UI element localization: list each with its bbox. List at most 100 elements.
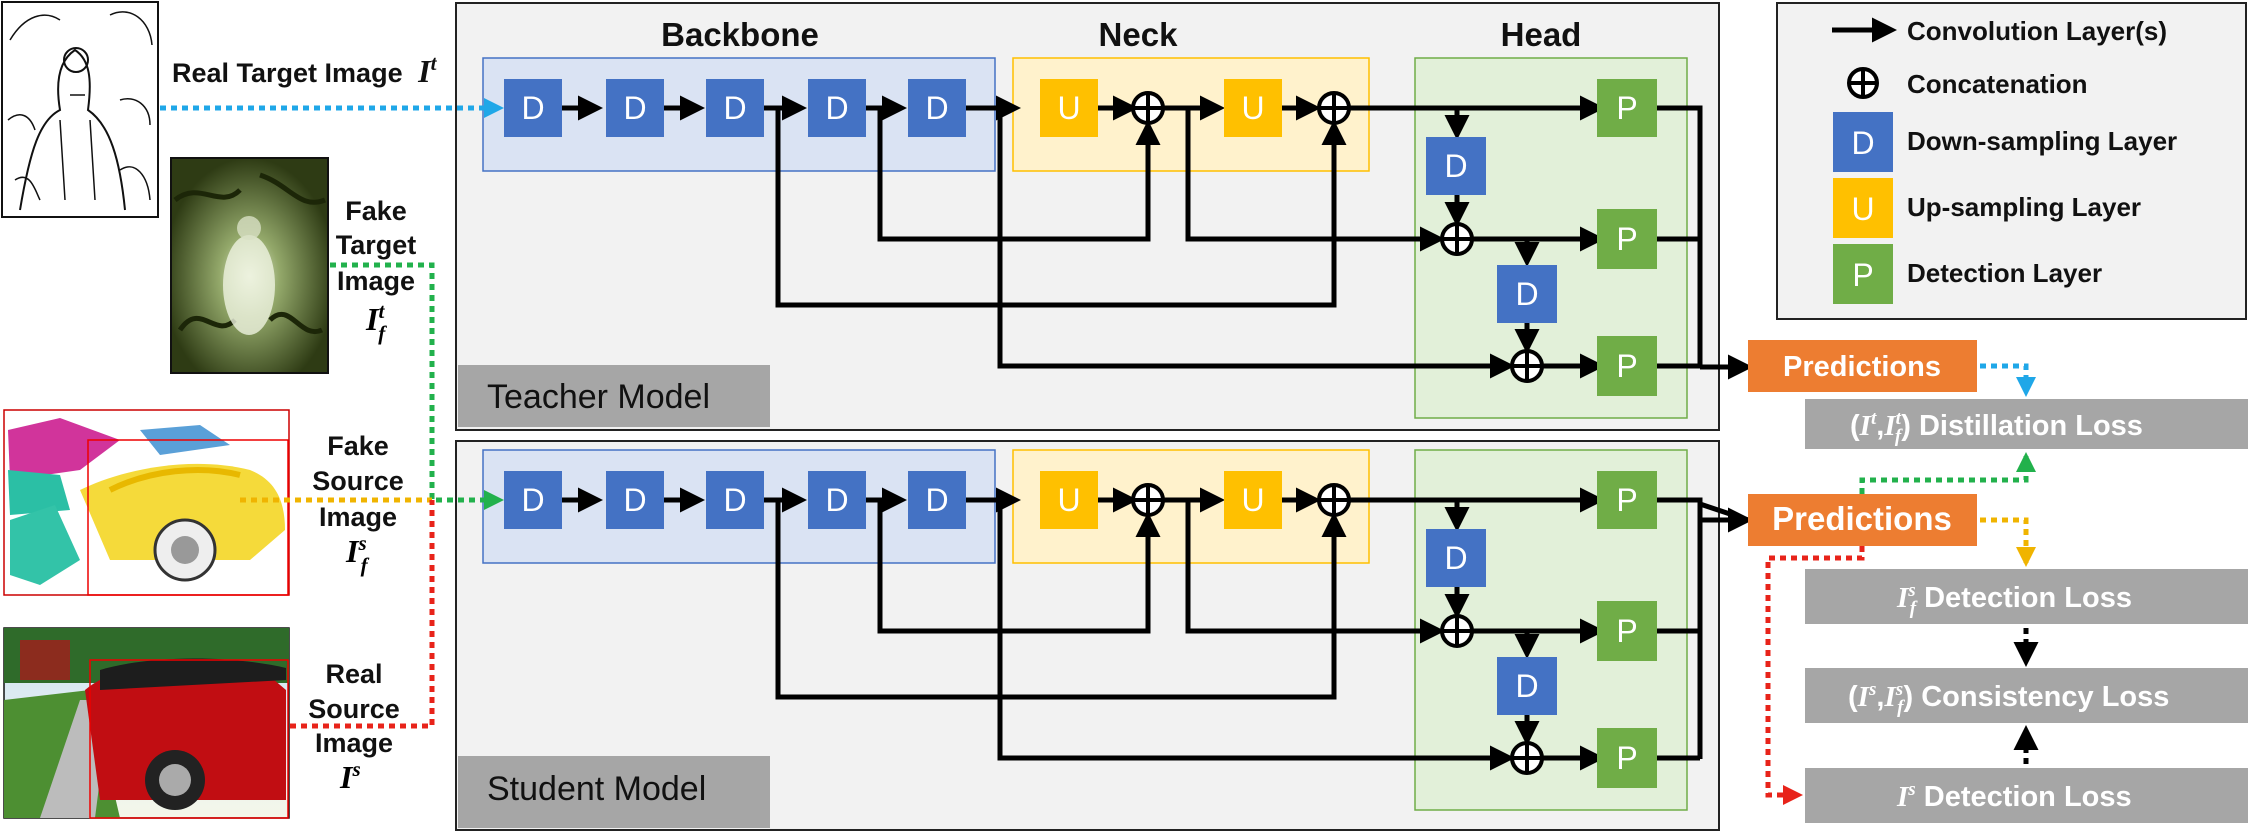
svg-text:Is Detection Loss: Is Detection Loss <box>1896 779 2132 813</box>
student-backbone-down-3: D <box>706 471 764 529</box>
real-target-symbol: I <box>417 53 432 89</box>
real-source-symbol: I <box>339 759 354 795</box>
student-backbone-down-2: D <box>606 471 664 529</box>
student-connection <box>775 500 1347 700</box>
teacher-model-label: Teacher Model <box>487 378 710 416</box>
fake-source-line1: Fake <box>327 431 389 461</box>
teacher-concat-icon <box>1510 349 1544 383</box>
svg-text:Isf Detection Loss: Isf Detection Loss <box>1896 580 2132 619</box>
svg-text:Is: Is <box>339 757 361 795</box>
fake-target-line3: Image <box>337 266 415 296</box>
real-target-sup: t <box>431 51 438 75</box>
teacher-backbone-down-4-letter: D <box>825 90 848 126</box>
teacher-backbone-down-3-letter: D <box>723 90 746 126</box>
fake-source-line2: Source <box>312 466 404 496</box>
student-head-detect-3-letter: P <box>1616 740 1637 776</box>
fake-target-line2: Target <box>336 230 417 260</box>
student-predictions: Predictions <box>1748 494 1977 546</box>
teacher-head-down-1-letter: D <box>1444 148 1467 184</box>
student-connection <box>997 500 1515 771</box>
student-neck-up-1: U <box>1040 471 1098 529</box>
student-concat-icon <box>1510 741 1544 775</box>
teacher-backbone-down-1-letter: D <box>521 90 544 126</box>
teacher-connection <box>1657 105 1703 367</box>
teacher-backbone-down-2-letter: D <box>623 90 646 126</box>
teacher-backbone-down-1: D <box>504 79 562 137</box>
teacher-head-detect-2: P <box>1597 209 1657 269</box>
dark-green-stylized-image <box>170 157 329 374</box>
svg-text:(It,Itf) Distillation Loss: (It,Itf) Distillation Loss <box>1850 408 2143 447</box>
svg-text:Real Target Image It: Real Target Image It <box>172 51 438 89</box>
svg-text:U: U <box>1851 191 1874 227</box>
backbone-title: Backbone <box>661 16 819 53</box>
down-block-icon: D <box>1833 112 1893 172</box>
svg-text:Itf: Itf <box>365 299 387 345</box>
fake-target-symbol: I <box>365 301 380 337</box>
student-connection <box>877 500 1161 634</box>
input-connectors <box>160 98 504 729</box>
svg-text:D: D <box>1851 125 1874 161</box>
teacher-head-down-2-letter: D <box>1515 276 1538 312</box>
student-concat-icon <box>1317 483 1351 517</box>
student-head-detect-3: P <box>1597 728 1657 788</box>
student-head-down-2: D <box>1497 657 1557 715</box>
teacher-neck-up-2-letter: U <box>1241 90 1264 126</box>
student-head-detect-2: P <box>1597 601 1657 661</box>
student-backbone-down-5: D <box>908 471 966 529</box>
legend-label-up: Up-sampling Layer <box>1907 192 2141 222</box>
fake-source-sup: s <box>357 531 366 555</box>
student-model-label-bg <box>458 756 770 828</box>
fake-source-sub: f <box>361 553 370 577</box>
legend-label-conv: Convolution Layer(s) <box>1907 16 2167 46</box>
real-source-line1: Real <box>325 659 382 689</box>
fake-target-sub: f <box>378 321 387 345</box>
student-head-detect-1-letter: P <box>1616 482 1637 518</box>
legend: D U P Convolution Layer(s) Concatenation… <box>1776 2 2247 320</box>
teacher-model-label-bg <box>458 365 770 427</box>
svg-text:Isf: Isf <box>345 531 370 577</box>
student-head-down-2-letter: D <box>1515 668 1538 704</box>
teacher-network: D D D D D U U D D P P P <box>504 79 1703 396</box>
student-neck-up-2: U <box>1224 471 1282 529</box>
student-backbone-down-1: D <box>504 471 562 529</box>
up-block-icon: U <box>1833 178 1893 238</box>
student-backbone-down-5-letter: D <box>925 482 948 518</box>
svg-text:Predictions: Predictions <box>1783 351 1941 383</box>
fake-source-line3: Image <box>319 502 397 532</box>
student-model-label: Student Model <box>487 770 706 808</box>
student-head-down-1-letter: D <box>1444 540 1467 576</box>
head-title: Head <box>1501 16 1582 53</box>
svg-text:(Is,Isf) Consistency Loss: (Is,Isf) Consistency Loss <box>1848 679 2169 718</box>
teacher-neck-up-2: U <box>1224 79 1282 137</box>
prediction-connectors <box>1697 354 1753 759</box>
teacher-head-detect-2-letter: P <box>1616 221 1637 257</box>
teacher-head-detect-1: P <box>1597 79 1657 137</box>
svg-text:Predictions: Predictions <box>1772 500 1952 537</box>
teacher-concat-icon <box>1131 91 1165 125</box>
fake-target-sup: t <box>378 299 385 323</box>
real-source-line3: Image <box>315 728 393 758</box>
legend-label-detect: Detection Layer <box>1907 258 2102 288</box>
real-target-text: Real Target Image <box>172 58 403 88</box>
teacher-concat-icon <box>1317 91 1351 125</box>
teacher-neck-up-1: U <box>1040 79 1098 137</box>
detect-block-icon: P <box>1833 244 1893 304</box>
teacher-backbone-down-4: D <box>808 79 866 137</box>
teacher-head-detect-3-letter: P <box>1616 348 1637 384</box>
fake-target-line1: Fake <box>345 196 407 226</box>
teacher-connection <box>775 108 1347 308</box>
student-head-down-1: D <box>1426 529 1486 587</box>
teacher-backbone-down-5-letter: D <box>925 90 948 126</box>
student-connection <box>1185 500 1445 644</box>
student-head-detect-1: P <box>1597 471 1657 529</box>
teacher-head-down-1: D <box>1426 137 1486 195</box>
fake-source-symbol: I <box>345 533 360 569</box>
student-backbone-down-4-letter: D <box>825 482 848 518</box>
teacher-connection <box>1185 108 1445 252</box>
